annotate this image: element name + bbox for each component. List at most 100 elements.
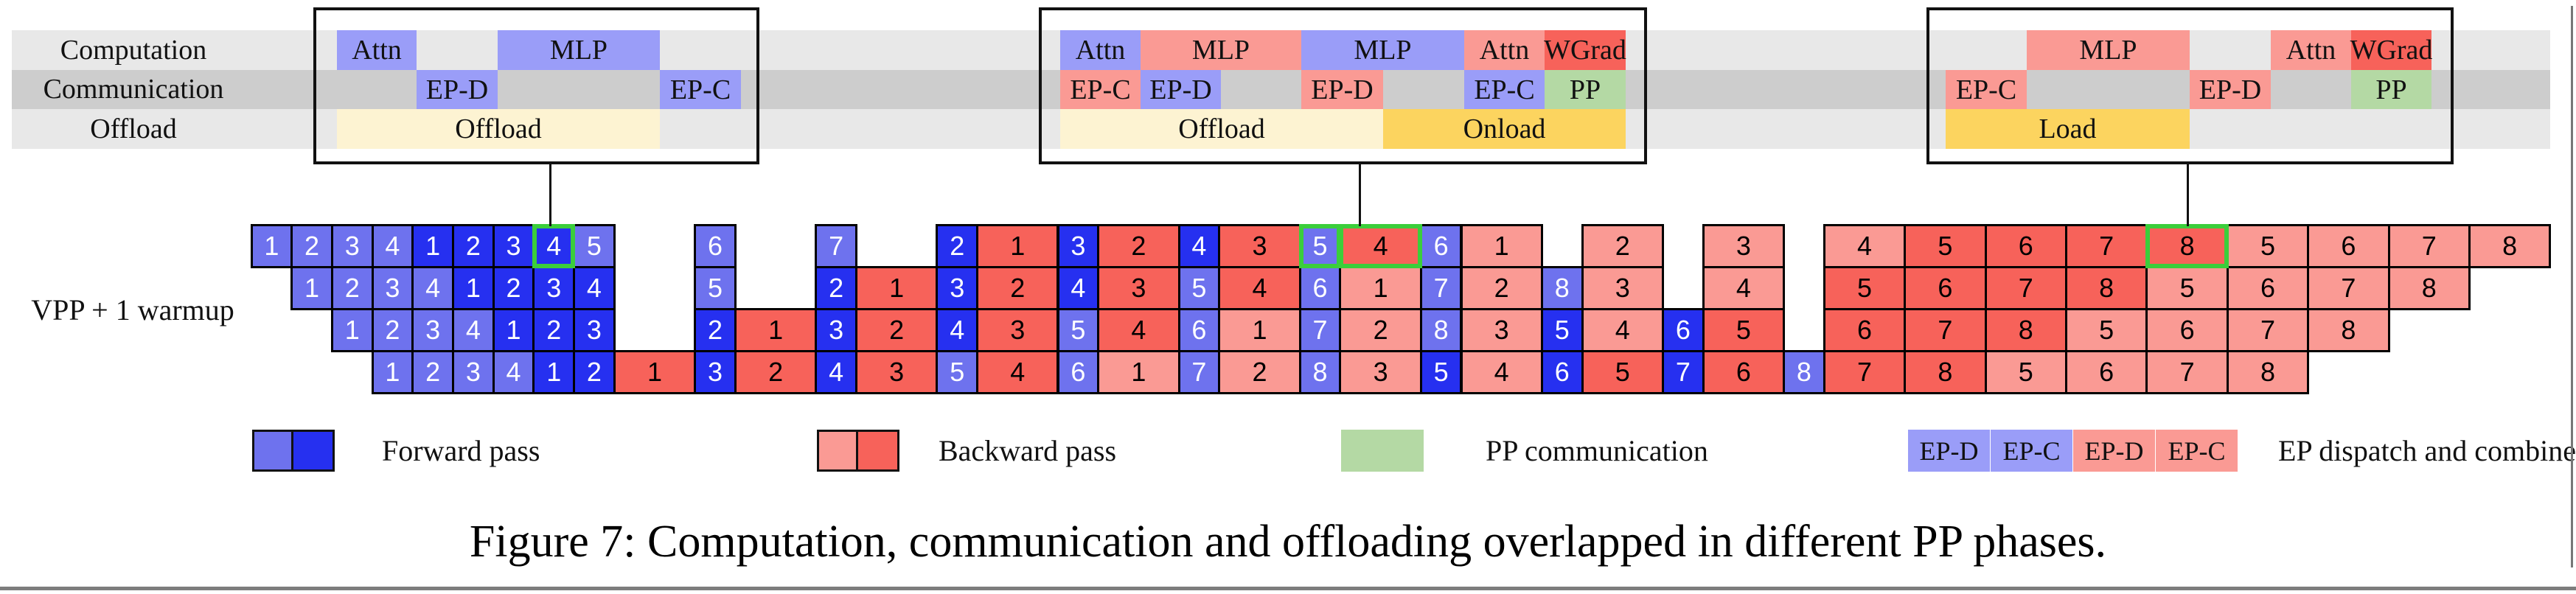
- callout-block-attn: Attn: [337, 30, 417, 70]
- pipeline-cell: 3: [411, 307, 454, 352]
- legend-label: Forward pass: [382, 434, 540, 467]
- pipeline-cell: 3: [573, 307, 616, 352]
- pipeline-cell: 3: [1581, 265, 1664, 310]
- pipeline-cell: 7: [2387, 223, 2471, 268]
- callout-block-attn: Attn: [1060, 30, 1141, 70]
- callout-block-mlp: MLP: [2027, 30, 2190, 70]
- figure-caption: Figure 7: Computation, communication and…: [469, 517, 2107, 567]
- pipeline-cell: 7: [1984, 265, 2067, 310]
- pipeline-cell: 1: [532, 349, 576, 394]
- pipeline-cell: 6: [1984, 223, 2067, 268]
- pipeline-cell: 2: [855, 307, 939, 352]
- pipeline-cell: 6: [1177, 307, 1221, 352]
- pipeline-cell: 8: [1984, 307, 2067, 352]
- pipeline-cell: 2: [1581, 223, 1664, 268]
- pipeline-cell: 4: [492, 349, 535, 394]
- pipeline-cell: 8: [2468, 223, 2552, 268]
- pipeline-cell: 3: [330, 223, 374, 268]
- pipeline-cell: 2: [1460, 265, 1543, 310]
- pipeline-cell: 1: [976, 223, 1059, 268]
- pipeline-cell: 7: [1298, 307, 1342, 352]
- pipeline-cell: 7: [1419, 265, 1463, 310]
- pipeline-cell: 7: [1904, 307, 1987, 352]
- pipeline-cell: 5: [2065, 307, 2148, 352]
- pipeline-cell: 4: [1581, 307, 1664, 352]
- pipeline-cell: 2: [1097, 223, 1180, 268]
- pipeline-cell: 3: [694, 349, 737, 394]
- pipeline-cell: 2: [371, 307, 414, 352]
- pipeline-cell: 2: [411, 349, 454, 394]
- pipeline-cell: 8: [2307, 307, 2390, 352]
- callout-block-ep-d: EP-D: [1141, 70, 1221, 109]
- callout-block-offload: Offload: [337, 109, 660, 149]
- callout-box: [1926, 7, 2454, 164]
- pipeline-cell: 1: [290, 265, 333, 310]
- callout-block-ep-c: EP-C: [1060, 70, 1141, 109]
- callout-block-ep-d: EP-D: [2190, 70, 2271, 109]
- pipeline-cell: 4: [1177, 223, 1221, 268]
- pipeline-cell: 3: [815, 307, 857, 352]
- pipeline-cell: 4: [936, 307, 979, 352]
- pipeline-cell: 3: [936, 265, 979, 310]
- pipeline-cell: 8: [2145, 223, 2229, 268]
- pipeline-cell: 5: [1056, 307, 1100, 352]
- callout-block-attn: Attn: [2271, 30, 2351, 70]
- page-bottom-border: [0, 587, 2576, 590]
- callout-block-pp: PP: [1545, 70, 1626, 109]
- pipeline-cell: 6: [694, 223, 737, 268]
- pipeline-cell: 4: [1460, 349, 1543, 394]
- pipeline-cell: 3: [1460, 307, 1543, 352]
- pipeline-cell: 4: [532, 223, 576, 268]
- pipeline-cell: 4: [452, 307, 495, 352]
- legend-swatch-ep-c: EP-C: [2156, 430, 2238, 472]
- pipeline-cell: 1: [492, 307, 535, 352]
- pipeline-cell: 7: [1823, 349, 1907, 394]
- pipeline-cell: 2: [976, 265, 1059, 310]
- pipeline-cell: 5: [1177, 265, 1221, 310]
- pipeline-cell: 7: [1177, 349, 1221, 394]
- pipeline-cell: 5: [2226, 223, 2310, 268]
- pipeline-cell: 4: [815, 349, 857, 394]
- pipeline-cell: 3: [452, 349, 495, 394]
- pipeline-cell: 2: [532, 307, 576, 352]
- pipeline-cell: 3: [1702, 223, 1786, 268]
- pipeline-cell: 2: [330, 265, 374, 310]
- pipeline-cell: 5: [573, 223, 616, 268]
- legend-swatch: [817, 430, 860, 472]
- pointer-line: [549, 164, 551, 226]
- pipeline-cell: 1: [411, 223, 454, 268]
- callout-box: [313, 7, 759, 164]
- legend-swatch: [1341, 430, 1424, 472]
- pipeline-cell: 4: [1823, 223, 1907, 268]
- pipeline-cell: 3: [1097, 265, 1180, 310]
- pipeline-cell: 2: [452, 223, 495, 268]
- callout-block-pp: PP: [2351, 70, 2431, 109]
- pipeline-cell: 5: [1984, 349, 2067, 394]
- band-label: Offload: [90, 113, 177, 144]
- pipeline-cell: 3: [371, 265, 414, 310]
- pipeline-cell: 8: [1904, 349, 1987, 394]
- callout-block-ep-d: EP-D: [1301, 70, 1383, 109]
- pipeline-cell: 2: [694, 307, 737, 352]
- pipeline-cell: 6: [2145, 307, 2229, 352]
- pipeline-cell: 1: [613, 349, 697, 394]
- pipeline-cell: 5: [1702, 307, 1786, 352]
- pipeline-cell: 2: [1218, 349, 1301, 394]
- pipeline-cell: 7: [2226, 307, 2310, 352]
- legend-swatch-ep-d: EP-D: [2073, 430, 2155, 472]
- pipeline-cell: 2: [573, 349, 616, 394]
- pointer-line: [2187, 164, 2189, 226]
- pipeline-cell: 5: [1540, 307, 1584, 352]
- callout-block-ep-c: EP-C: [660, 70, 741, 109]
- pipeline-cell: 6: [1702, 349, 1786, 394]
- pipeline-cell: 8: [1540, 265, 1584, 310]
- callout-block-ep-d: EP-D: [417, 70, 498, 109]
- band-label: Communication: [43, 74, 224, 105]
- pipeline-cell: 3: [855, 349, 939, 394]
- callout-box: [1039, 7, 1647, 164]
- pipeline-cell: 7: [2145, 349, 2229, 394]
- pipeline-cell: 3: [1218, 223, 1301, 268]
- pipeline-cell: 1: [452, 265, 495, 310]
- pipeline-cell: 5: [1298, 223, 1342, 268]
